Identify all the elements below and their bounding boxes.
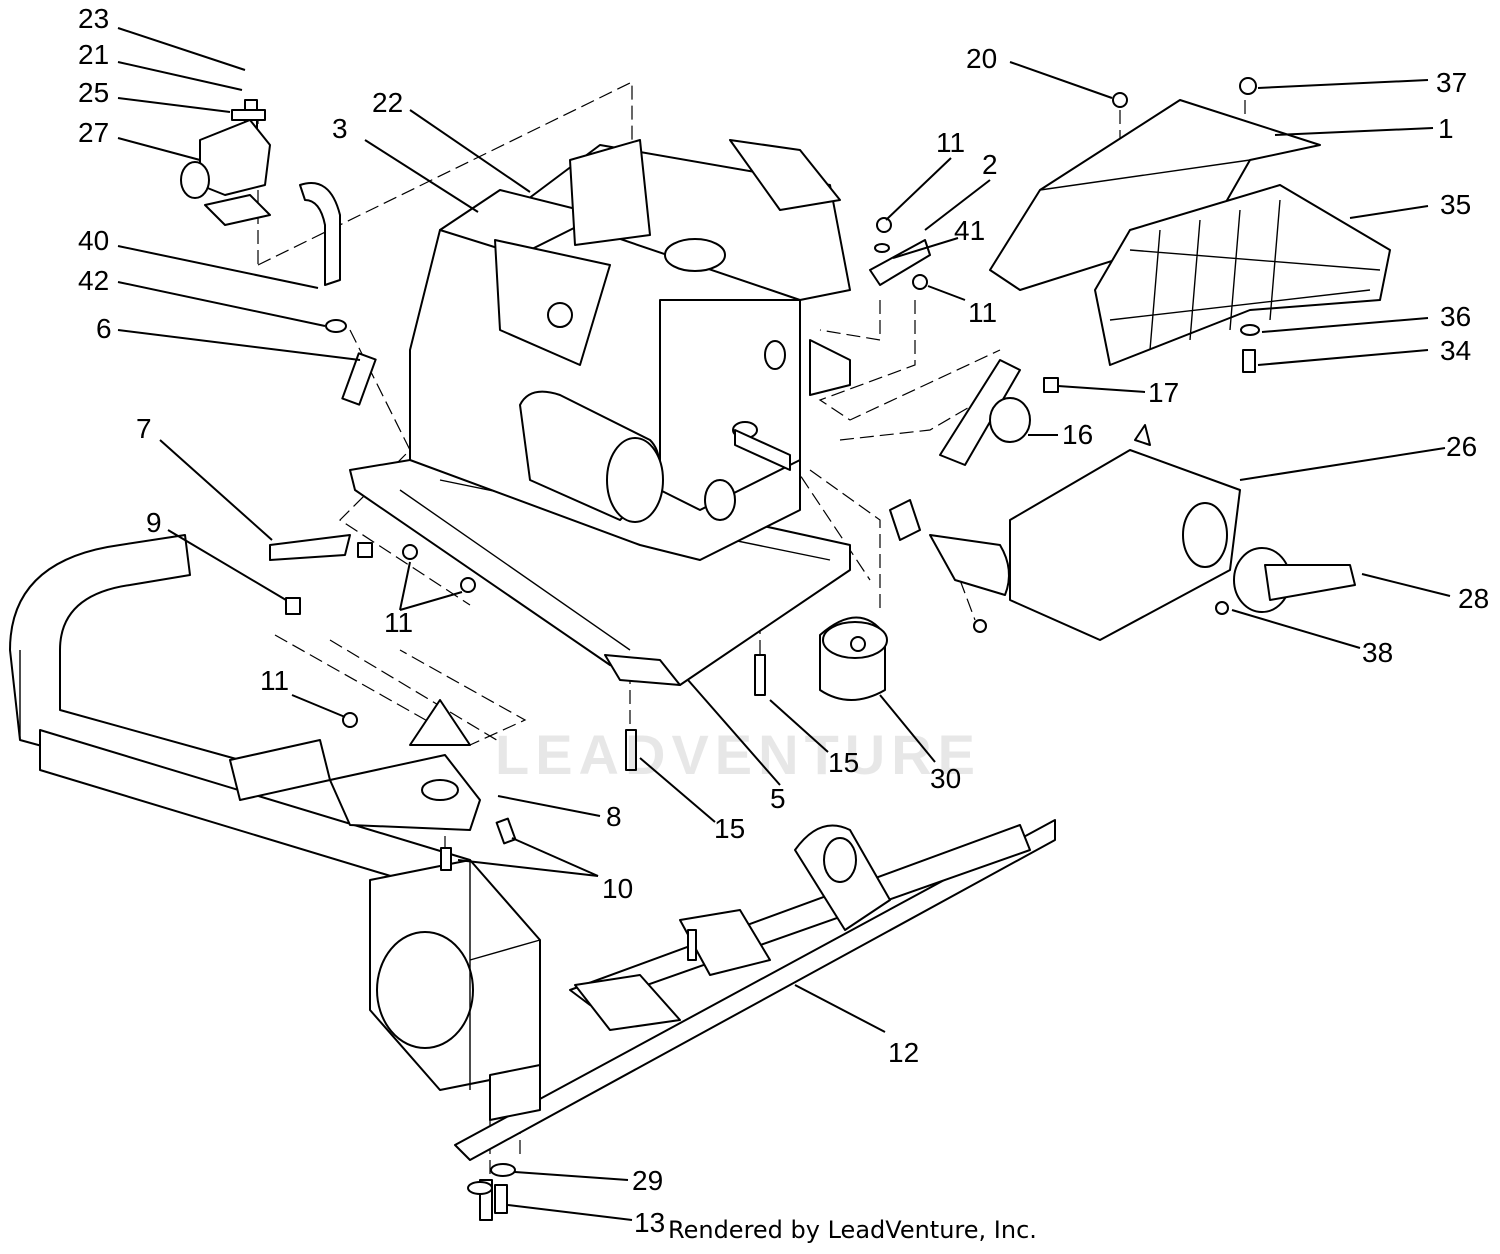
callout-38: 38 [1362, 637, 1393, 668]
small-hardware [180, 77, 1260, 1221]
callout-30: 30 [930, 763, 961, 794]
callout-22: 22 [372, 87, 403, 118]
callout-11-left: 11 [384, 607, 413, 638]
callout-21: 21 [78, 39, 109, 70]
callout-11-top: 11 [936, 127, 965, 158]
callout-11-mid: 11 [968, 297, 997, 328]
frame-rail [9, 534, 541, 1091]
callout-8: 8 [606, 801, 622, 832]
callout-9: 9 [146, 507, 162, 538]
callout-23: 23 [78, 3, 109, 34]
callout-20: 20 [966, 43, 997, 74]
callout-3: 3 [332, 113, 348, 144]
callout-7: 7 [136, 413, 152, 444]
callout-26: 26 [1446, 431, 1477, 462]
engine-shield [989, 99, 1321, 291]
callout-13: 13 [634, 1207, 665, 1238]
callout-36: 36 [1440, 301, 1471, 332]
leader-lines [117, 27, 1451, 1221]
callout-12: 12 [888, 1037, 919, 1068]
callout-17: 17 [1148, 377, 1179, 408]
callout-41: 41 [954, 215, 985, 246]
callout-28: 28 [1458, 583, 1489, 614]
air-intake-screen [1094, 184, 1391, 366]
callout-25: 25 [78, 77, 109, 108]
callout-40: 40 [78, 225, 109, 256]
callout-42: 42 [78, 265, 109, 296]
render-credit: Rendered by LeadVenture, Inc. [668, 1216, 1037, 1244]
callout-15-left: 15 [714, 813, 745, 844]
callout-11-frame: 11 [260, 665, 289, 696]
callout-16: 16 [1062, 419, 1093, 450]
muffler-assembly [819, 359, 1356, 701]
callout-35: 35 [1440, 189, 1471, 220]
rear-rail [454, 819, 1056, 1161]
callout-10: 10 [602, 873, 633, 904]
callout-37: 37 [1436, 67, 1467, 98]
engine-block [409, 139, 851, 561]
callout-29: 29 [632, 1165, 663, 1196]
callout-34: 34 [1440, 335, 1471, 366]
callout-15-right: 15 [828, 747, 859, 778]
callout-numbers: 23 21 25 27 40 42 6 7 9 22 3 11 2 41 11 … [78, 3, 1489, 1238]
watermark-text: LEADVENTURE [495, 723, 982, 786]
callout-5: 5 [770, 783, 786, 814]
callout-2: 2 [982, 149, 998, 180]
callout-27: 27 [78, 117, 109, 148]
callout-1: 1 [1438, 113, 1454, 144]
callout-6: 6 [96, 313, 112, 344]
